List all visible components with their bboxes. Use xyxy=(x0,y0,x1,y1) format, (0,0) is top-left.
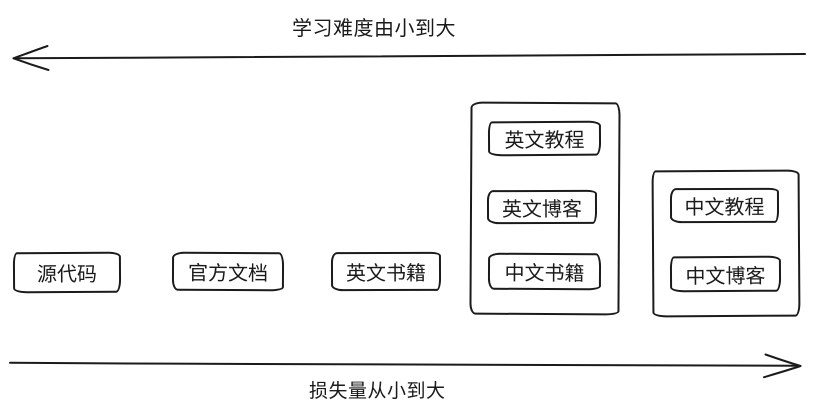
loss-axis-label: 损失量从小到大 xyxy=(309,381,446,402)
node-label: 英文教程 xyxy=(504,129,585,153)
node-label: 官方文档 xyxy=(187,262,269,286)
node-label: 英文博客 xyxy=(501,198,583,221)
node-chinese-tutorials: 中文教程 xyxy=(669,187,780,224)
node-source-code: 源代码 xyxy=(12,251,122,294)
node-label: 中文博客 xyxy=(685,265,766,288)
node-official-docs: 官方文档 xyxy=(171,251,285,292)
node-chinese-blogs: 中文博客 xyxy=(669,255,782,293)
loss-axis-arrow xyxy=(9,353,802,379)
node-label: 源代码 xyxy=(36,263,98,287)
node-english-blogs: 英文博客 xyxy=(486,189,598,225)
node-label: 英文书籍 xyxy=(345,262,427,286)
node-english-tutorials: 英文教程 xyxy=(487,120,602,157)
node-chinese-books: 中文书籍 xyxy=(487,252,602,291)
node-english-books: 英文书籍 xyxy=(330,251,442,292)
difficulty-axis-arrow xyxy=(12,45,806,71)
node-label: 中文教程 xyxy=(684,196,765,220)
node-label: 中文书籍 xyxy=(504,262,585,286)
difficulty-axis-label: 学习难度由小到大 xyxy=(292,18,456,40)
